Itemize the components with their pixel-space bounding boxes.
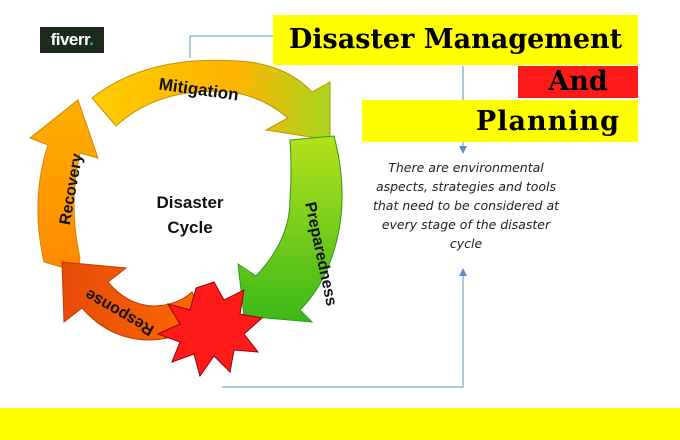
title-line-2: And: [518, 66, 638, 98]
footer-bar: [0, 408, 680, 440]
title-line-3: Planning: [362, 100, 638, 142]
recovery-arrow: [29, 99, 99, 273]
logo-text: fiverr: [50, 30, 90, 49]
center-line-1: Disaster: [156, 193, 224, 212]
preparedness-arrow: [237, 135, 343, 323]
title-line-1: Disaster Management: [273, 15, 638, 65]
response-arrow: [61, 261, 206, 341]
connector-bottom: [222, 268, 467, 388]
description-note: There are environmental aspects, strateg…: [372, 160, 560, 251]
mitigation-arrow: [91, 59, 331, 141]
fiverr-logo: fiverr.: [40, 27, 104, 53]
center-line-2: Cycle: [167, 218, 213, 237]
cycle-center-label: Disaster Cycle: [130, 190, 250, 240]
connector-top: [189, 35, 273, 58]
logo-dot: .: [89, 30, 94, 49]
explosion-shape: [156, 281, 264, 378]
